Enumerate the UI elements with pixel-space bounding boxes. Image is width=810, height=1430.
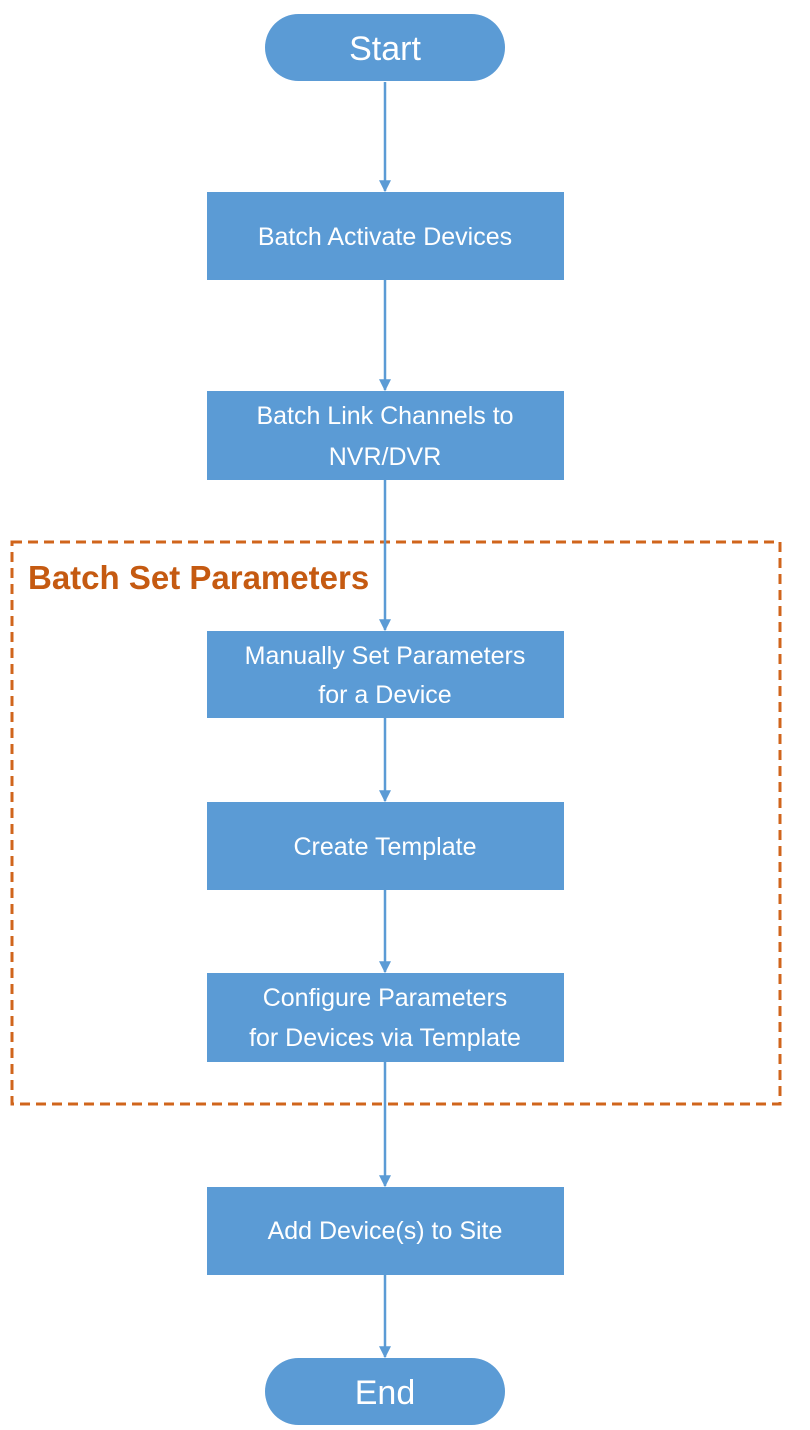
create-template-step: Create Template (207, 802, 564, 890)
batch-link-channels-label-line2: NVR/DVR (329, 443, 442, 471)
configure-parameters-step: Configure Parameters for Devices via Tem… (207, 973, 564, 1062)
batch-set-parameters-group (10, 540, 782, 1106)
configure-parameters-label-line2: for Devices via Template (249, 1024, 521, 1052)
manually-set-parameters-label-line1: Manually Set Parameters (245, 642, 526, 670)
create-template-label: Create Template (294, 833, 477, 861)
batch-link-channels-label-line1: Batch Link Channels to (256, 402, 513, 430)
manually-set-parameters-label-line2: for a Device (318, 681, 451, 709)
end-label: End (355, 1374, 416, 1412)
batch-link-channels-step: Batch Link Channels to NVR/DVR (207, 391, 564, 480)
end-terminal: End (265, 1358, 505, 1425)
start-label: Start (349, 30, 421, 68)
batch-set-parameters-title: Batch Set Parameters (28, 559, 369, 596)
start-terminal: Start (265, 14, 505, 81)
manually-set-parameters-step: Manually Set Parameters for a Device (207, 631, 564, 718)
configure-parameters-label-line1: Configure Parameters (263, 984, 508, 1012)
add-devices-to-site-step: Add Device(s) to Site (207, 1187, 564, 1275)
batch-activate-devices-label: Batch Activate Devices (258, 223, 512, 251)
batch-activate-devices-step: Batch Activate Devices (207, 192, 564, 280)
add-devices-to-site-label: Add Device(s) to Site (268, 1217, 503, 1245)
